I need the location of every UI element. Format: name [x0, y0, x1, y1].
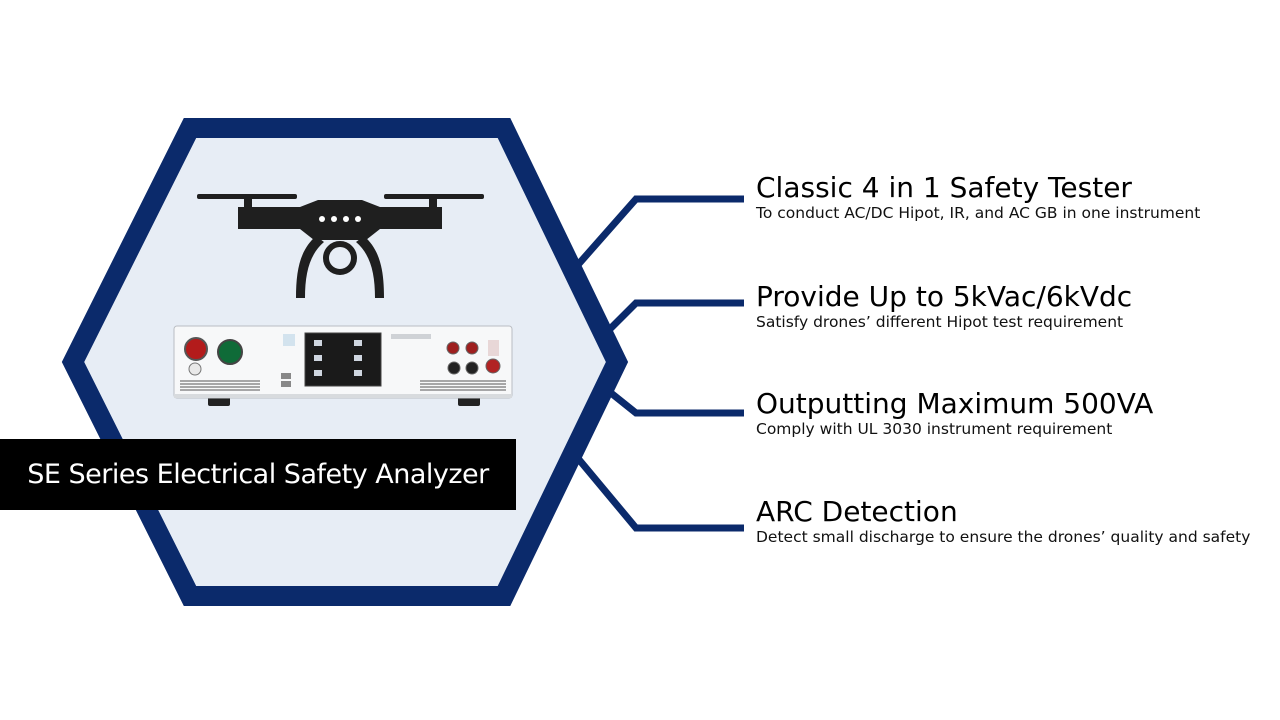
- connector-line-1: [573, 195, 744, 270]
- feature-description: To conduct AC/DC Hipot, IR, and AC GB in…: [756, 204, 1201, 222]
- feature-2: Provide Up to 5kVac/6kVdc Satisfy drones…: [756, 280, 1256, 332]
- feature-description: Detect small discharge to ensure the dro…: [756, 528, 1251, 546]
- feature-3: Outputting Maximum 500VA Comply with UL …: [756, 387, 1256, 439]
- feature-title: Provide Up to 5kVac/6kVdc: [756, 280, 1133, 313]
- feature-description: Satisfy drones’ different Hipot test req…: [756, 313, 1124, 331]
- feature-1: Classic 4 in 1 Safety Tester To conduct …: [756, 171, 1256, 223]
- feature-4: ARC Detection Detect small discharge to …: [756, 495, 1256, 547]
- feature-title: ARC Detection: [756, 495, 958, 528]
- instrument-device: [173, 325, 513, 406]
- feature-description: Comply with UL 3030 instrument requireme…: [756, 420, 1113, 438]
- feature-title: Classic 4 in 1 Safety Tester: [756, 171, 1132, 204]
- connector-line-4: [573, 453, 744, 532]
- product-title: SE Series Electrical Safety Analyzer: [27, 459, 489, 490]
- feature-title: Outputting Maximum 500VA: [756, 387, 1154, 420]
- connector-line-2: [603, 299, 744, 336]
- product-title-banner: SE Series Electrical Safety Analyzer: [0, 439, 516, 510]
- drone-icon: [197, 194, 484, 298]
- connector-line-3: [603, 386, 744, 417]
- connector-lines: [573, 195, 744, 532]
